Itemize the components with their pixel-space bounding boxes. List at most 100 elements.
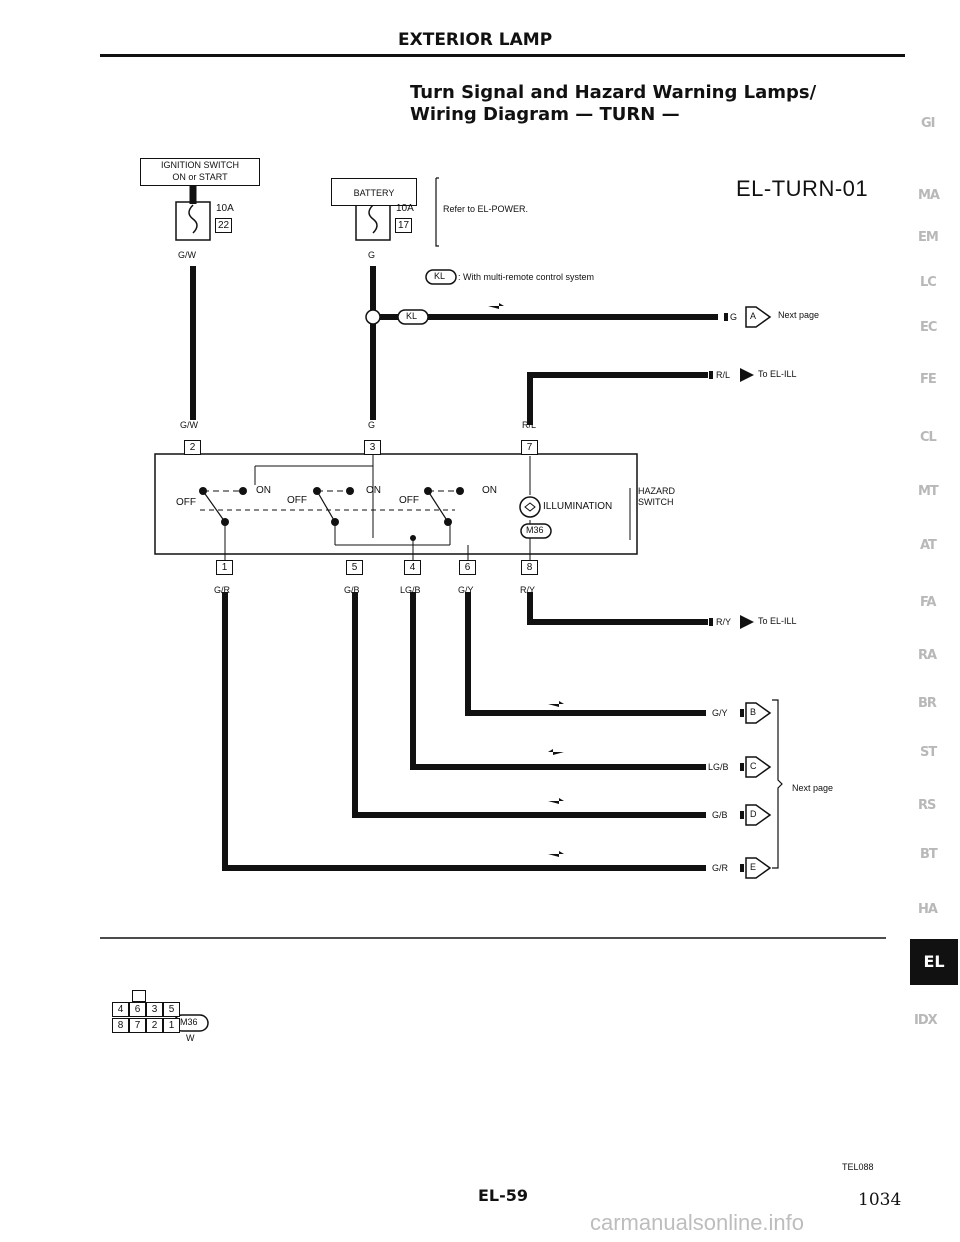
side-tab-ha[interactable]: HA (918, 902, 938, 917)
side-tab-at[interactable]: AT (920, 538, 937, 553)
flow-arrow-icon (548, 701, 564, 707)
switch-pin-6: 6 (459, 560, 476, 575)
side-tab-ma[interactable]: MA (918, 188, 940, 203)
connector-b-icon (745, 702, 772, 724)
flow-arrow-icon (548, 798, 564, 804)
wire-label-lgb-bottom: LG/B (400, 585, 421, 595)
wire-label-gw-mid: G/W (180, 420, 198, 430)
switch-off-3: OFF (399, 495, 419, 506)
illumination-lamp-icon (519, 496, 541, 518)
wire-label-gy-out: G/Y (712, 708, 728, 718)
connector-c-label: C (750, 761, 757, 771)
wire-label-g-next: G (730, 312, 738, 322)
switch-pin-4: 4 (404, 560, 421, 575)
flow-arrow-icon (548, 851, 564, 857)
illumination-label: ILLUMINATION (543, 501, 613, 512)
connector-b-label: B (750, 707, 757, 717)
splice-node (365, 309, 381, 325)
kl-legend-symbol: KL (434, 271, 446, 281)
side-tab-fe[interactable]: FE (920, 372, 937, 387)
fuse-22-number: 22 (215, 218, 232, 233)
wire-label-gr-out: G/R (712, 863, 729, 873)
switch-off-2: OFF (287, 495, 307, 506)
switch-on-3: ON (482, 485, 497, 496)
diagram-id: EL-TURN-01 (736, 176, 869, 201)
side-tab-el-active[interactable]: EL (910, 939, 958, 985)
side-tab-lc[interactable]: LC (920, 275, 937, 290)
wire-label-ry-bottom: R/Y (520, 585, 536, 595)
connector-a-label: A (750, 311, 757, 321)
to-el-ill-arrow-icon (740, 615, 754, 629)
hazard-switch-name-2: SWITCH (638, 497, 674, 507)
header-rule (100, 54, 905, 57)
kl-legend-note: : With multi-remote control system (458, 272, 595, 282)
connector-face-color: W (186, 1033, 195, 1043)
wire-label-gb-bottom: G/B (344, 585, 360, 595)
figure-code: TEL088 (842, 1162, 874, 1172)
side-tab-ec[interactable]: EC (920, 320, 937, 335)
next-page-group: Next page (792, 783, 834, 793)
to-el-ill-arrow-icon (740, 368, 754, 382)
flow-arrow-icon (488, 303, 504, 309)
side-tab-em[interactable]: EM (918, 230, 939, 245)
wire-label-rl-mid: R/L (522, 420, 537, 430)
wire-label-gw-top: G/W (178, 250, 196, 260)
connector-face-id: M36 (180, 1017, 198, 1027)
switch-on-1: ON (256, 485, 271, 496)
side-tab-idx[interactable]: IDX (914, 1013, 938, 1028)
diagram-title-line1: Turn Signal and Hazard Warning Lamps/ (410, 82, 817, 103)
side-tab-st[interactable]: ST (920, 745, 937, 760)
page-label: EL-59 (478, 1186, 529, 1205)
switch-pin-8: 8 (521, 560, 538, 575)
switch-pin-5: 5 (346, 560, 363, 575)
fuse-17-number: 17 (395, 218, 412, 233)
m36-switch-icon (520, 523, 552, 539)
switch-pin-1: 1 (216, 560, 233, 575)
connector-e-icon (745, 857, 772, 879)
to-el-ill-1: To EL-ILL (758, 369, 797, 379)
side-tab-gi[interactable]: GI (921, 116, 935, 131)
switch-connector-id: M36 (526, 525, 544, 535)
page-number: 1034 (858, 1190, 902, 1210)
side-tab-mt[interactable]: MT (918, 484, 939, 499)
watermark[interactable]: carmanualsonline.info (590, 1210, 805, 1235)
hazard-switch-box (154, 453, 638, 555)
side-tab-rs[interactable]: RS (918, 798, 936, 813)
switch-off-1: OFF (176, 497, 196, 508)
wire-label-ry-out: R/Y (716, 617, 732, 627)
hazard-switch-name-1: HAZARD (638, 486, 676, 496)
switch-pin-3: 3 (364, 440, 381, 455)
switch-pin-7: 7 (521, 440, 538, 455)
wire-label-g-top: G (368, 250, 376, 260)
diagram-title-line2: Wiring Diagram — TURN — (410, 104, 680, 125)
wire-label-g-mid: G (368, 420, 376, 430)
wire-label-gb-out: G/B (712, 810, 728, 820)
to-el-ill-2: To EL-ILL (758, 616, 797, 626)
connector-c-icon (745, 756, 772, 778)
side-tab-cl[interactable]: CL (920, 430, 937, 445)
next-page-a: Next page (778, 310, 820, 320)
switch-on-2: ON (366, 485, 381, 496)
kl-legend-icon (425, 269, 457, 285)
side-tab-ra[interactable]: RA (918, 648, 937, 663)
connector-a-icon (745, 306, 772, 328)
connector-d-icon (745, 804, 772, 826)
switch-pin-2: 2 (184, 440, 201, 455)
connector-d-label: D (750, 809, 757, 819)
kl-wire-symbol: KL (406, 311, 418, 321)
flow-arrow-icon (548, 749, 564, 755)
fuse-22-box (175, 201, 211, 241)
connector-e-label: E (750, 862, 757, 872)
wire-label-gr-bottom: G/R (214, 585, 231, 595)
section-title: EXTERIOR LAMP (398, 30, 553, 50)
fuse-22-icon (188, 204, 198, 234)
fuse-22-rating: 10A (216, 203, 234, 214)
kl-wire-icon (397, 309, 429, 325)
side-tab-fa[interactable]: FA (920, 595, 936, 610)
battery-label: BATTERY (331, 178, 417, 206)
side-tab-bt[interactable]: BT (920, 847, 938, 862)
wire-label-rl-out: R/L (716, 370, 731, 380)
side-tab-br[interactable]: BR (918, 696, 937, 711)
fuse-17-icon (368, 204, 378, 234)
